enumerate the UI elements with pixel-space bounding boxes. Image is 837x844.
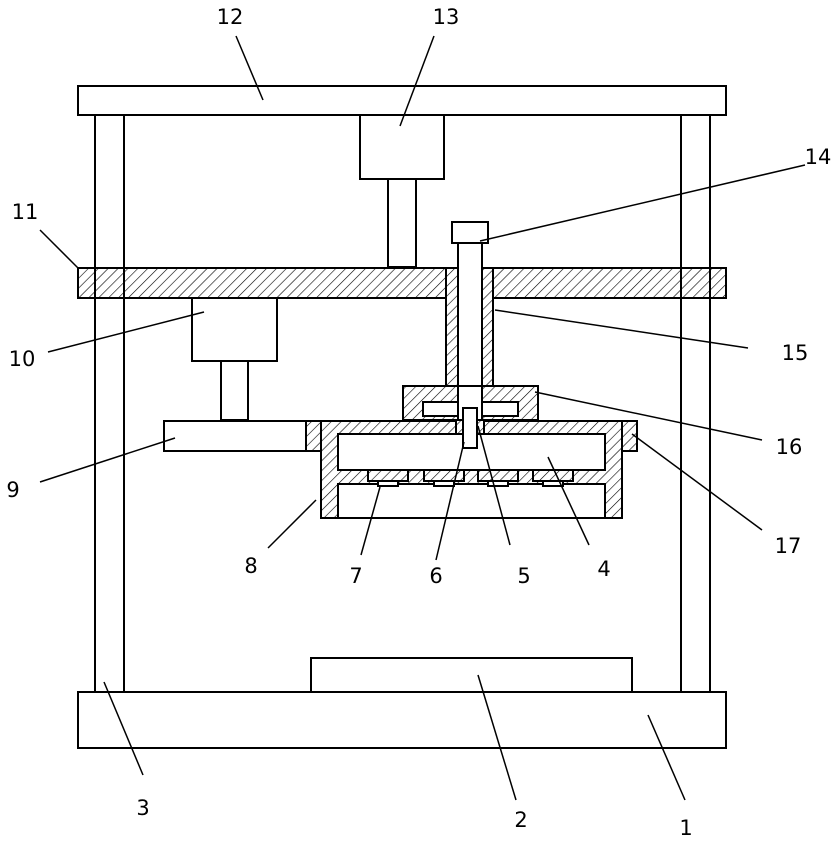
base bbox=[78, 692, 726, 748]
label-7: 7 bbox=[349, 564, 362, 588]
push-block bbox=[164, 421, 306, 451]
label-12: 12 bbox=[217, 5, 244, 29]
label-15: 15 bbox=[782, 341, 809, 365]
shaft bbox=[458, 243, 482, 408]
suction-pad-1 bbox=[368, 470, 408, 481]
top-cylinder-rod bbox=[388, 179, 416, 267]
side-cylinder-rod bbox=[221, 361, 248, 420]
side-cylinder-body bbox=[192, 298, 277, 361]
suction-pad-4 bbox=[533, 470, 573, 481]
suction-pad-2 bbox=[424, 470, 464, 481]
label-6: 6 bbox=[429, 564, 442, 588]
suction-pad-2-tip bbox=[434, 481, 454, 486]
leader-11 bbox=[40, 230, 78, 268]
mould-cavity bbox=[338, 484, 605, 518]
top-cylinder-body bbox=[360, 115, 444, 179]
label-13: 13 bbox=[433, 5, 460, 29]
left-column bbox=[95, 115, 124, 692]
suction-pad-1-tip bbox=[378, 481, 398, 486]
moving-plate bbox=[78, 268, 726, 298]
label-3: 3 bbox=[136, 796, 149, 820]
suction-pad-3-tip bbox=[488, 481, 508, 486]
label-11: 11 bbox=[12, 200, 39, 224]
label-8: 8 bbox=[244, 554, 257, 578]
top-beam bbox=[78, 86, 726, 115]
channel bbox=[463, 408, 477, 448]
lower-die bbox=[311, 658, 632, 692]
label-1: 1 bbox=[679, 816, 692, 840]
label-17: 17 bbox=[775, 534, 802, 558]
leader-14 bbox=[480, 165, 805, 241]
label-9: 9 bbox=[6, 478, 19, 502]
leader-10 bbox=[48, 312, 204, 352]
label-4: 4 bbox=[597, 557, 610, 581]
label-2: 2 bbox=[514, 808, 527, 832]
left-guide-block bbox=[306, 421, 321, 451]
leader-8 bbox=[268, 500, 316, 548]
label-14: 14 bbox=[805, 145, 832, 169]
right-column bbox=[681, 115, 710, 692]
label-16: 16 bbox=[776, 435, 803, 459]
label-10: 10 bbox=[9, 347, 36, 371]
label-5: 5 bbox=[517, 564, 530, 588]
suction-pad-3 bbox=[478, 470, 518, 481]
